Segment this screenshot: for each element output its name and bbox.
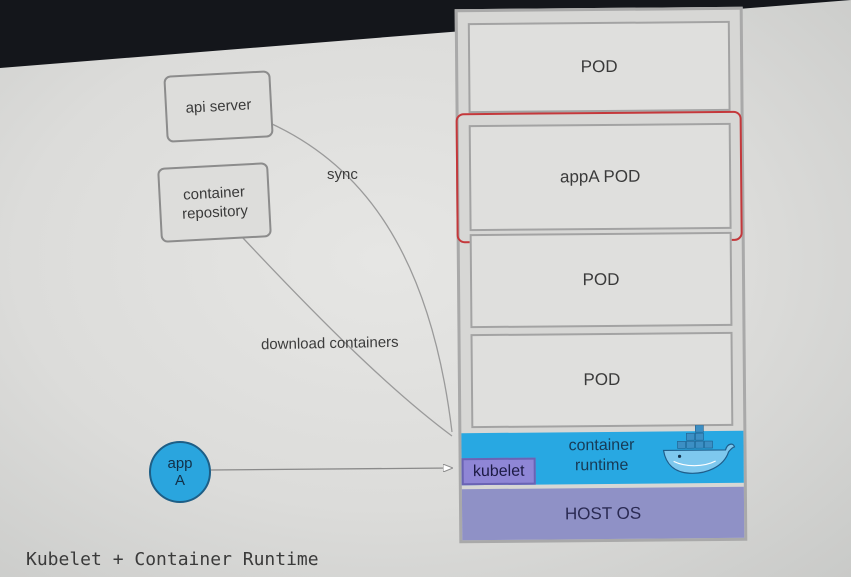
pod-3: POD [469,231,733,329]
container-repository-box: container repository [157,162,272,243]
pod-4-label: POD [583,369,621,390]
app-a-node: app A [149,441,211,503]
app-a-label: app A [167,455,193,489]
download-link [242,237,453,437]
sync-label: sync [327,166,358,183]
download-containers-label: download containers [260,333,399,354]
pod-1-label: POD [580,56,618,77]
docker-whale-icon [662,424,736,474]
container-runtime-label: container runtime [568,436,635,475]
node-column: POD appA POD POD POD container runtime k… [454,6,748,544]
kubelet-box: kubelet [461,457,536,486]
kubelet-label: kubelet [472,462,525,480]
appa-pod-highlight [455,110,743,244]
pod-4: POD [470,331,734,429]
sync-link [271,123,453,433]
app-to-kubelet-arrow [210,468,452,470]
container-runtime-bar: container runtime kubelet [461,424,744,486]
pod-3-label: POD [582,269,620,290]
pod-1: POD [467,20,731,114]
api-server-box: api server [163,70,274,143]
container-repository-label: container repository [181,182,249,223]
slide-caption: Kubelet + Container Runtime [26,549,319,570]
api-server-label: api server [185,96,252,117]
host-os-label: HOST OS [564,503,642,523]
host-os-bar: HOST OS [461,486,745,541]
